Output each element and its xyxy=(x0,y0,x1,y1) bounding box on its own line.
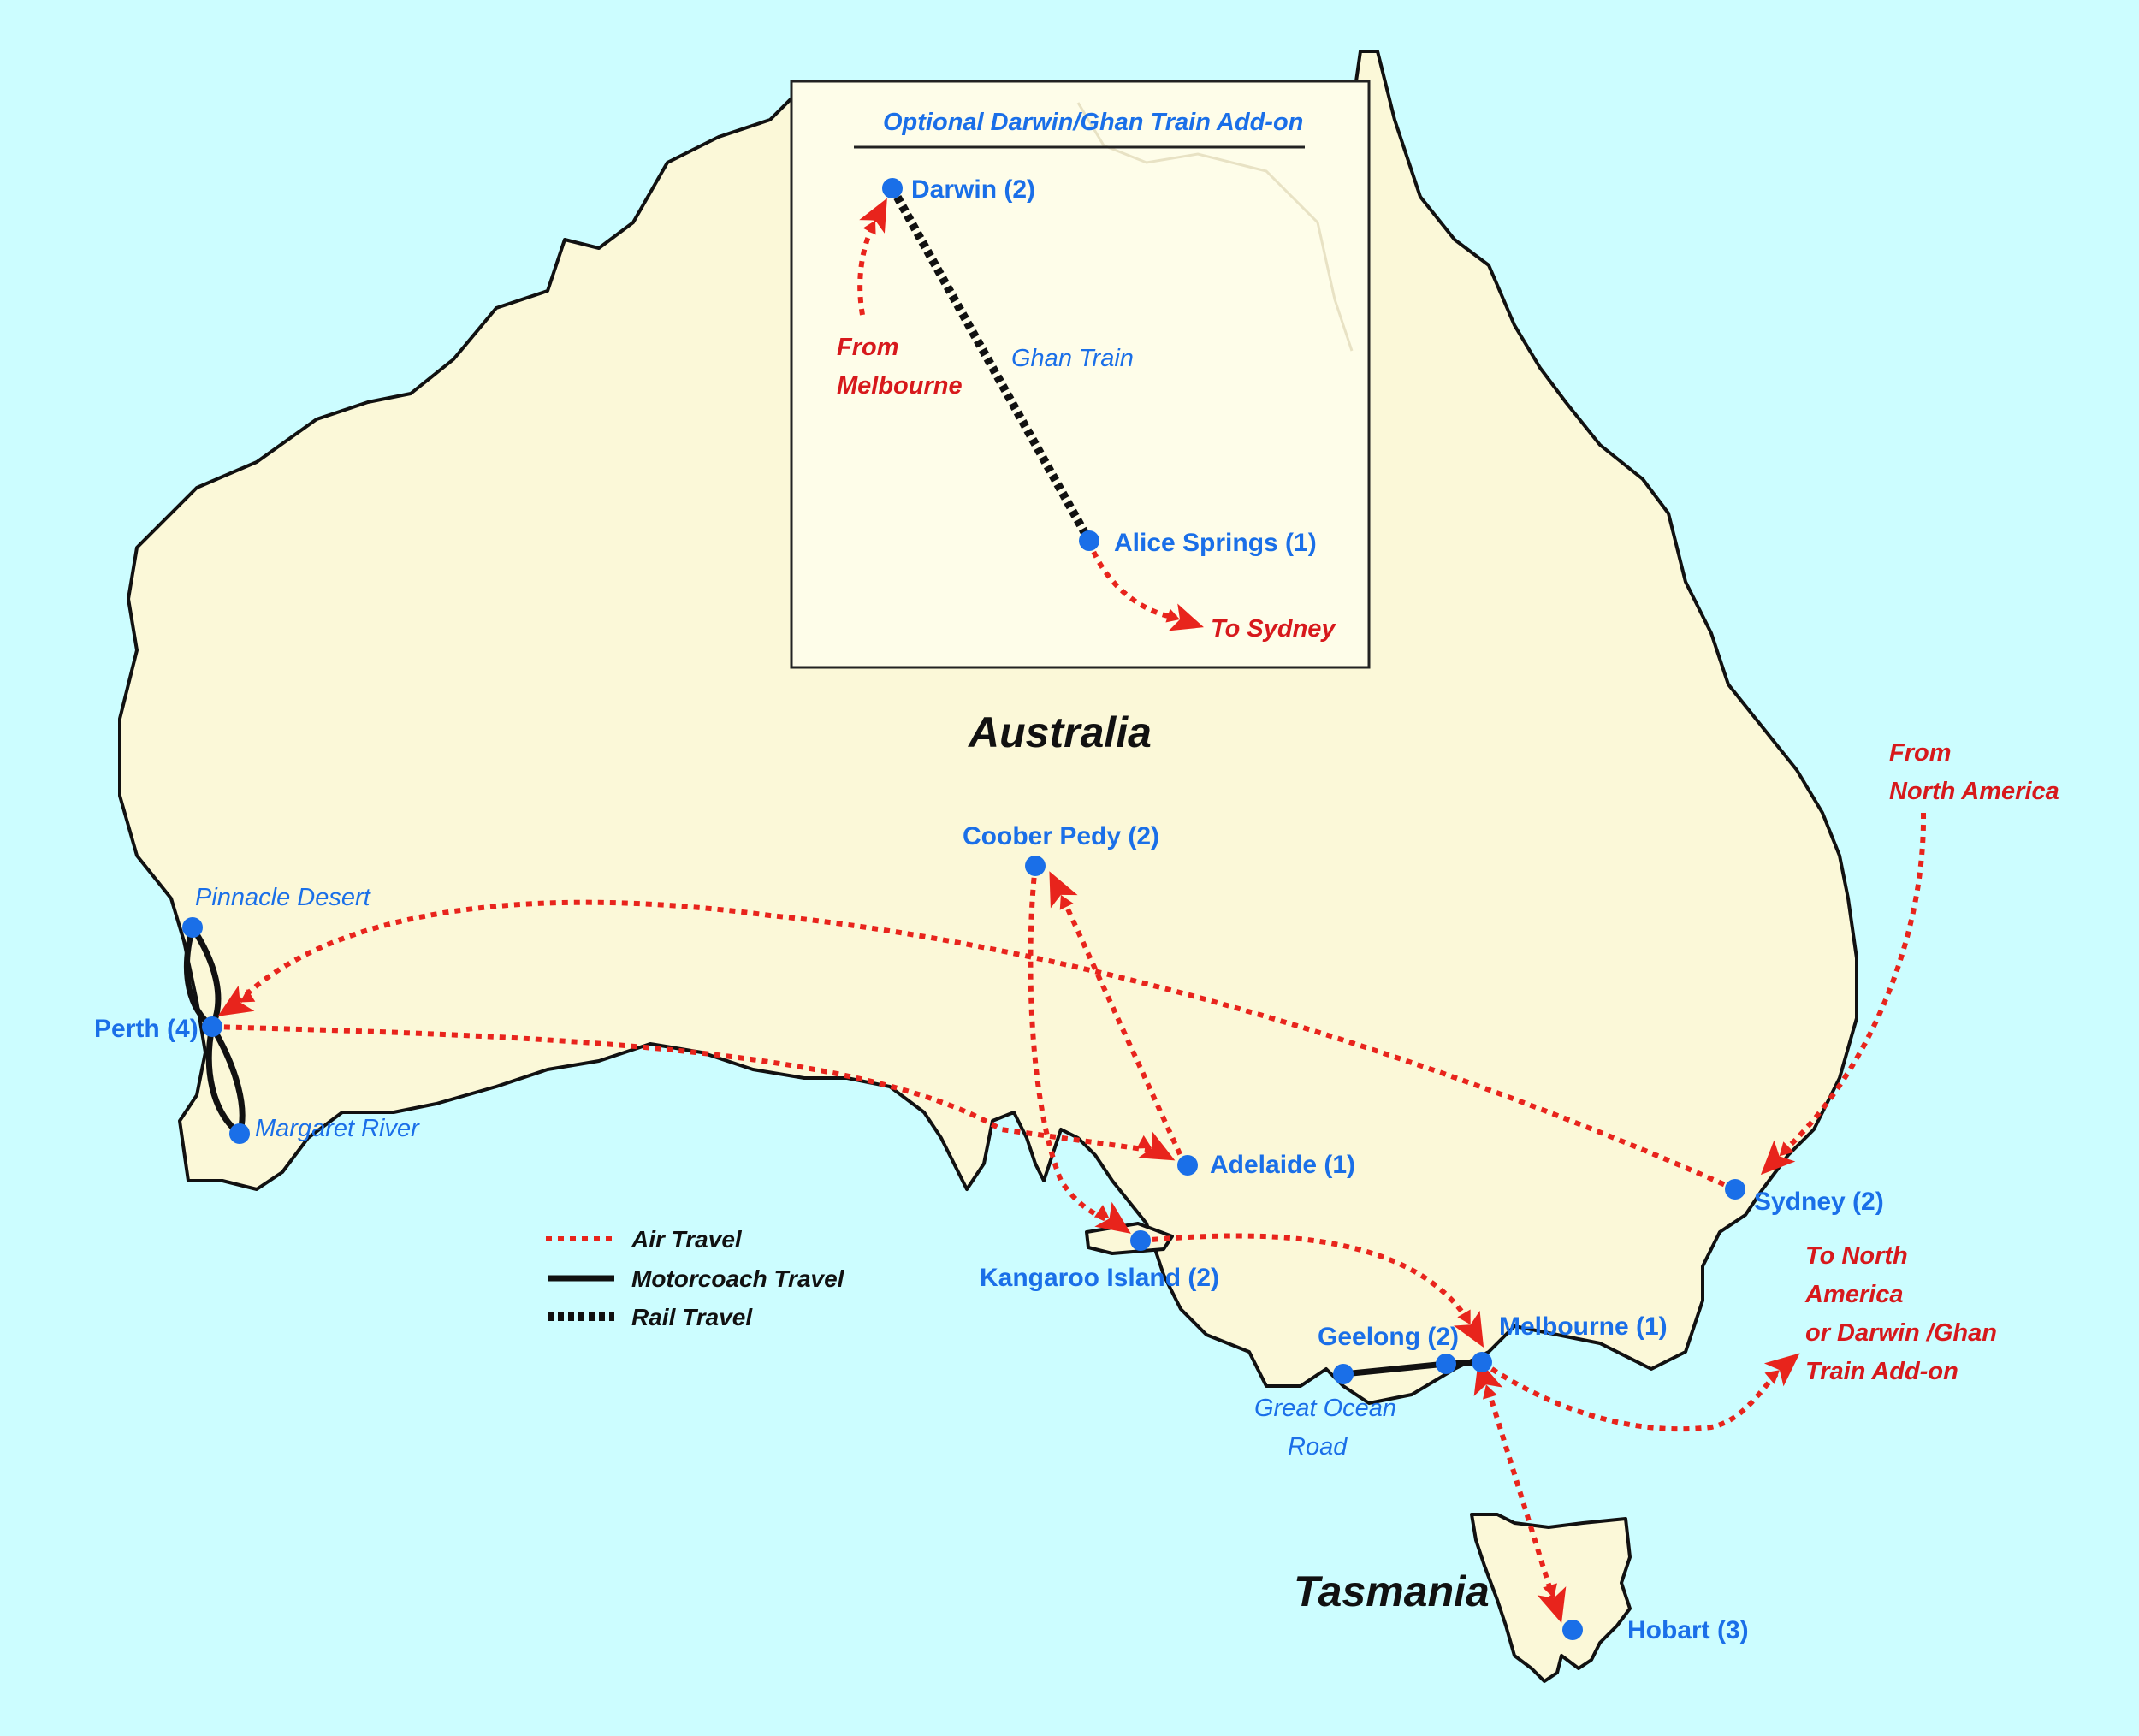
city-dot-darwin xyxy=(882,178,903,198)
label-to-north-america-line2: America xyxy=(1804,1281,1903,1308)
air-route-north-america-sydney xyxy=(1777,812,1927,1158)
label-tasmania: Tasmania xyxy=(1294,1567,1490,1615)
label-geelong: Geelong (2) xyxy=(1318,1323,1459,1351)
label-australia: Australia xyxy=(967,708,1152,756)
air-route-melbourne-departure xyxy=(1480,1360,1784,1432)
city-dot-adelaide xyxy=(1177,1155,1198,1176)
city-dot-melbourne xyxy=(1472,1352,1492,1372)
label-from-north-america-line1: From xyxy=(1889,739,1952,767)
label-alice-springs: Alice Springs (1) xyxy=(1114,529,1317,557)
city-dot-margaret-river xyxy=(229,1123,250,1144)
label-melbourne: Melbourne (1) xyxy=(1499,1312,1668,1341)
legend-rail-label: Rail Travel xyxy=(631,1304,753,1330)
legend-air-label: Air Travel xyxy=(631,1226,743,1253)
label-to-north-america-line3: or Darwin /Ghan xyxy=(1805,1319,1997,1347)
city-dot-alice-springs xyxy=(1079,530,1099,551)
city-dot-perth xyxy=(202,1016,222,1037)
air-route-melbourne-darwin xyxy=(857,216,880,316)
label-ghan-train: Ghan Train xyxy=(1011,345,1134,372)
legend-motorcoach-label: Motorcoach Travel xyxy=(631,1265,845,1292)
label-kangaroo-island: Kangaroo Island (2) xyxy=(980,1264,1219,1292)
city-dot-hobart xyxy=(1562,1620,1583,1640)
ghan-rail-route xyxy=(888,186,1093,543)
label-perth: Perth (4) xyxy=(94,1015,198,1043)
label-from-north-america-line2: North America xyxy=(1889,778,2059,805)
label-to-sydney: To Sydney xyxy=(1211,615,1336,643)
kangaroo-island-landmass xyxy=(1085,1222,1174,1255)
city-dot-coober-pedy xyxy=(1025,856,1046,876)
label-pinnacle-desert: Pinnacle Desert xyxy=(195,884,372,911)
air-route-perth-adelaide xyxy=(211,1024,1156,1153)
air-route-adelaide-coober-pedy xyxy=(1058,892,1188,1167)
city-dot-pinnacle-desert xyxy=(182,917,203,938)
label-margaret-river: Margaret River xyxy=(255,1115,420,1142)
label-from-melbourne-line1: From xyxy=(837,334,899,361)
city-dot-kangaroo-island xyxy=(1130,1230,1151,1251)
air-route-melbourne-hobart xyxy=(1482,1377,1555,1599)
legend: Air Travel Motorcoach Travel Rail Travel xyxy=(546,1226,845,1330)
city-dot-sydney xyxy=(1725,1179,1745,1200)
label-adelaide: Adelaide (1) xyxy=(1210,1151,1355,1179)
label-hobart: Hobart (3) xyxy=(1627,1616,1749,1644)
label-great-ocean-road-line1: Great Ocean xyxy=(1254,1395,1396,1422)
air-route-kangaroo-island-melbourne xyxy=(1140,1233,1474,1328)
label-to-north-america-line1: To North xyxy=(1805,1242,1908,1270)
air-route-sydney-perth xyxy=(237,899,1737,1192)
label-great-ocean-road-line2: Road xyxy=(1288,1433,1348,1460)
label-to-north-america-line4: Train Add-on xyxy=(1805,1358,1958,1385)
label-coober-pedy: Coober Pedy (2) xyxy=(963,822,1159,850)
air-route-coober-pedy-kangaroo-island xyxy=(1028,865,1114,1224)
label-sydney: Sydney (2) xyxy=(1754,1188,1884,1216)
label-darwin: Darwin (2) xyxy=(911,175,1035,204)
city-dot-geelong xyxy=(1333,1364,1354,1384)
inset-title: Optional Darwin/Ghan Train Add-on xyxy=(883,109,1303,136)
air-route-alice-sydney xyxy=(1087,539,1177,620)
label-from-melbourne-line2: Melbourne xyxy=(837,372,963,400)
motorcoach-route-perth-margaret-west xyxy=(205,1023,243,1137)
city-dot-great-ocean-road xyxy=(1436,1354,1456,1374)
